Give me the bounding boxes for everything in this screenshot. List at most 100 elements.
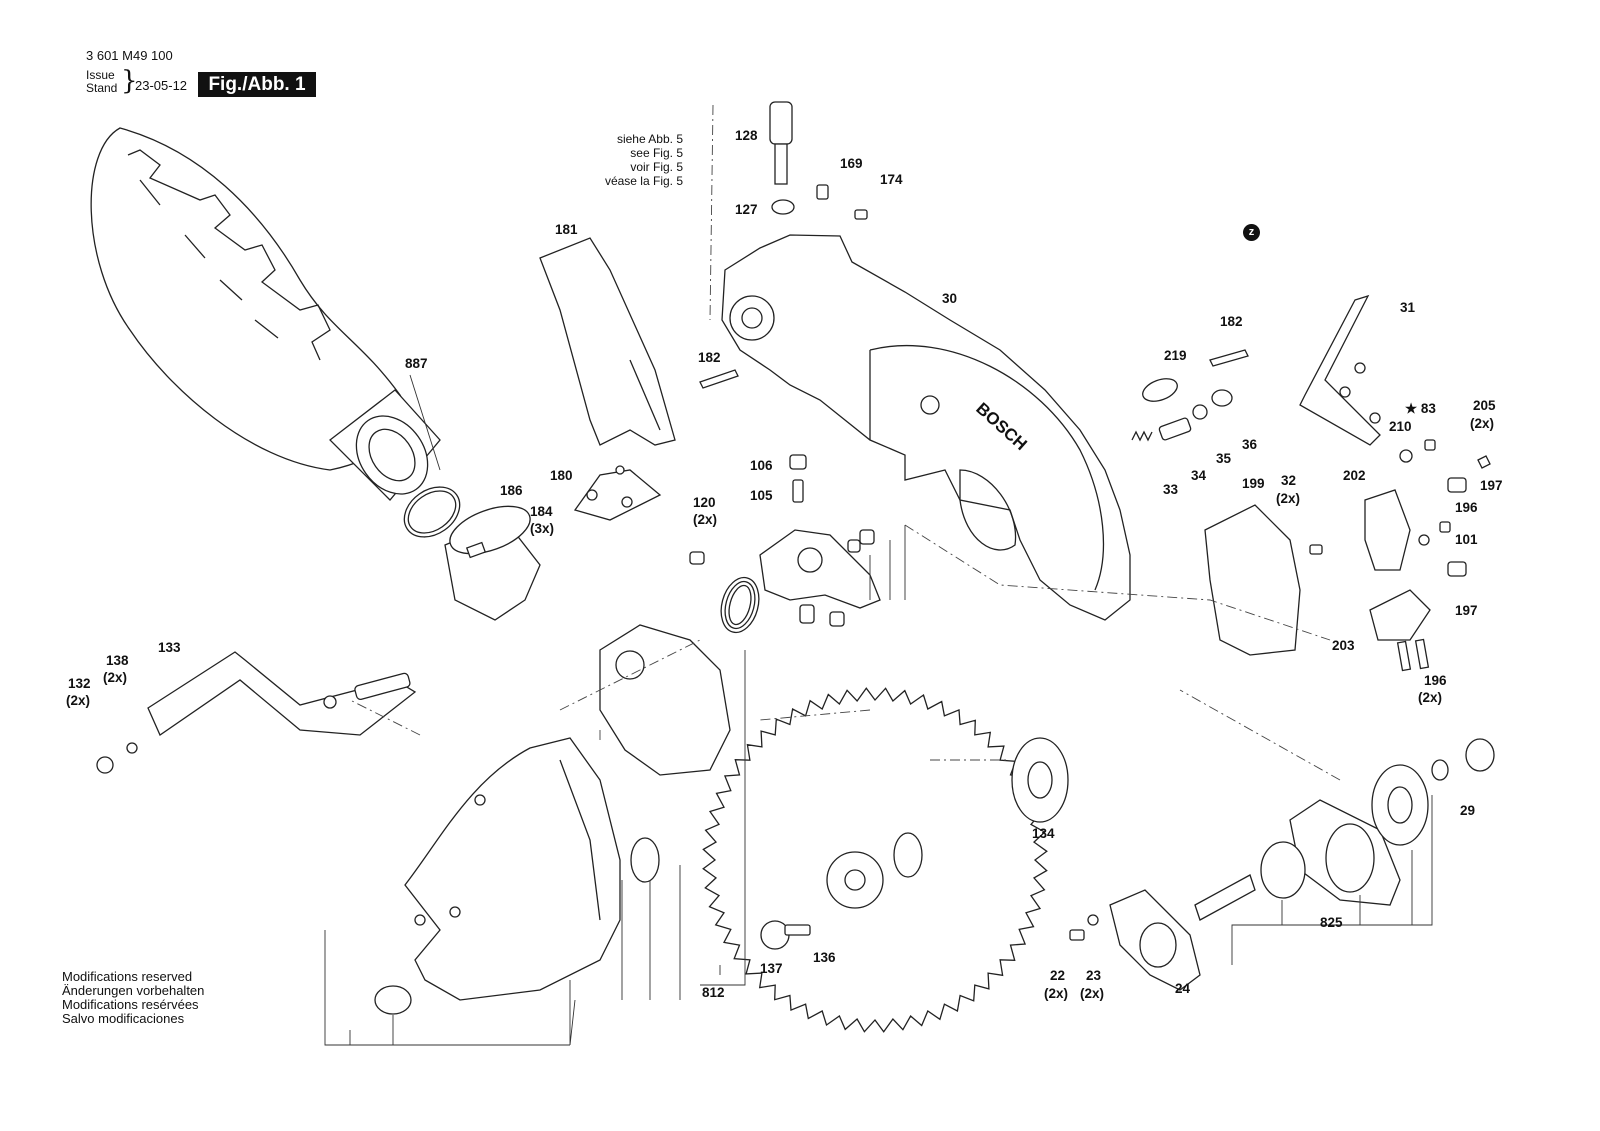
part-label: (3x)	[530, 521, 554, 536]
brace-glyph: }	[121, 66, 138, 96]
part-label: 219	[1164, 348, 1187, 363]
leader-lines	[324, 525, 1433, 1046]
part-label: 23	[1086, 968, 1102, 983]
bracket-part	[573, 465, 662, 521]
washer-210	[1399, 449, 1413, 463]
part-label: 36	[1242, 437, 1258, 452]
part-label: 203	[1332, 638, 1355, 653]
lower-guard	[404, 737, 621, 1001]
issue-label-en: Issue	[86, 68, 115, 82]
dust-bag-part	[90, 127, 441, 501]
modifications-line: Änderungen vorbehalten	[62, 983, 205, 998]
part-label: 133	[158, 640, 181, 655]
part-label: 825	[1320, 915, 1343, 930]
saw-blade	[702, 687, 1048, 1033]
screw-169	[816, 184, 829, 200]
screw-174	[854, 209, 868, 220]
ring-35	[1192, 404, 1208, 420]
clamp-ring-part	[403, 486, 461, 538]
part-label: 120	[693, 495, 716, 510]
sleeve-106	[789, 454, 807, 470]
part-label: 105	[750, 488, 773, 503]
washer-23	[1087, 914, 1099, 926]
reference-dashed-line	[709, 104, 714, 321]
modifications-line: Salvo modificaciones	[62, 1011, 185, 1026]
reference-line: see Fig. 5	[630, 146, 683, 160]
issue-date: 23-05-12	[135, 78, 188, 93]
bolt-137	[760, 920, 811, 950]
part-label: 35	[1216, 451, 1232, 466]
part-label: 181	[555, 222, 578, 237]
part-label: 128	[735, 128, 758, 143]
pin-105	[792, 479, 804, 503]
screw-135	[323, 695, 337, 709]
part-label: 138	[106, 653, 129, 668]
part-label: 106	[750, 458, 773, 473]
part-label: 887	[405, 356, 428, 371]
upper-housing-part	[721, 234, 1131, 621]
mounting-plate	[759, 529, 881, 627]
bearing-guard	[630, 837, 660, 883]
part-label: 134	[1032, 826, 1055, 841]
centerline-dashes	[349, 524, 1341, 781]
part-label: 197	[1455, 603, 1478, 618]
part-label: 30	[942, 291, 957, 306]
inner-guard	[599, 624, 731, 776]
flange-134	[1011, 737, 1069, 823]
washer-138	[126, 742, 138, 754]
lever-31	[1299, 294, 1381, 446]
screw-120	[689, 551, 705, 565]
part-label: 24	[1175, 981, 1191, 996]
spindle-assembly	[1194, 738, 1495, 921]
torsion-spring	[720, 576, 760, 634]
part-label: 31	[1400, 300, 1416, 315]
part-label: 197	[1480, 478, 1503, 493]
issue-label-de: Stand	[86, 81, 118, 95]
clamp-219	[1142, 378, 1178, 402]
part-label: (2x)	[693, 512, 717, 527]
bracket-203	[1369, 589, 1431, 672]
part-label: 132	[68, 676, 91, 691]
issue-label: Issue Stand	[86, 69, 117, 95]
part-label: 202	[1343, 468, 1366, 483]
part-label: 127	[735, 202, 758, 217]
part-label: 174	[880, 172, 903, 187]
bracket-202	[1364, 489, 1411, 571]
pin-34	[1158, 417, 1192, 441]
screw-22	[1069, 929, 1085, 941]
guard-199	[1204, 504, 1301, 656]
reference-marker: z	[1243, 224, 1260, 241]
part-label: 205	[1473, 398, 1496, 413]
part-label: 196	[1455, 500, 1478, 515]
part-label: 33	[1163, 482, 1179, 497]
plug-197-top	[1447, 477, 1467, 493]
modifications-line: Modifications resérvées	[62, 997, 199, 1012]
cap-205	[1477, 455, 1491, 469]
figure-badge: Fig./Abb. 1	[198, 72, 316, 97]
part-label: 186	[500, 483, 523, 498]
part-labels: 128 169 174 127 181 30 31 887 182 182 21…	[66, 128, 1503, 1001]
part-label: 101	[1455, 532, 1478, 547]
part-label: (2x)	[1044, 986, 1068, 1001]
part-label: (2x)	[1418, 690, 1442, 705]
screw-132	[96, 756, 114, 774]
screw-83	[1424, 439, 1436, 451]
knob-part	[769, 101, 795, 215]
part-label: 210	[1389, 419, 1412, 434]
part-label: 182	[1220, 314, 1243, 329]
part-label: 184	[530, 504, 553, 519]
part-label: 199	[1242, 476, 1265, 491]
part-label: 137	[760, 961, 783, 976]
part-label: (2x)	[1470, 416, 1494, 431]
part-label: 136	[813, 950, 836, 965]
plug-197-bottom	[1447, 561, 1467, 577]
part-label: 196	[1424, 673, 1447, 688]
document-number: 3 601 M49 100	[86, 48, 173, 63]
part-label: 180	[550, 468, 573, 483]
modifications-note: Modifications reserved Änderungen vorbeh…	[62, 970, 204, 1026]
part-label: 22	[1050, 968, 1065, 983]
part-label: (2x)	[1080, 986, 1104, 1001]
part-label: 29	[1460, 803, 1475, 818]
